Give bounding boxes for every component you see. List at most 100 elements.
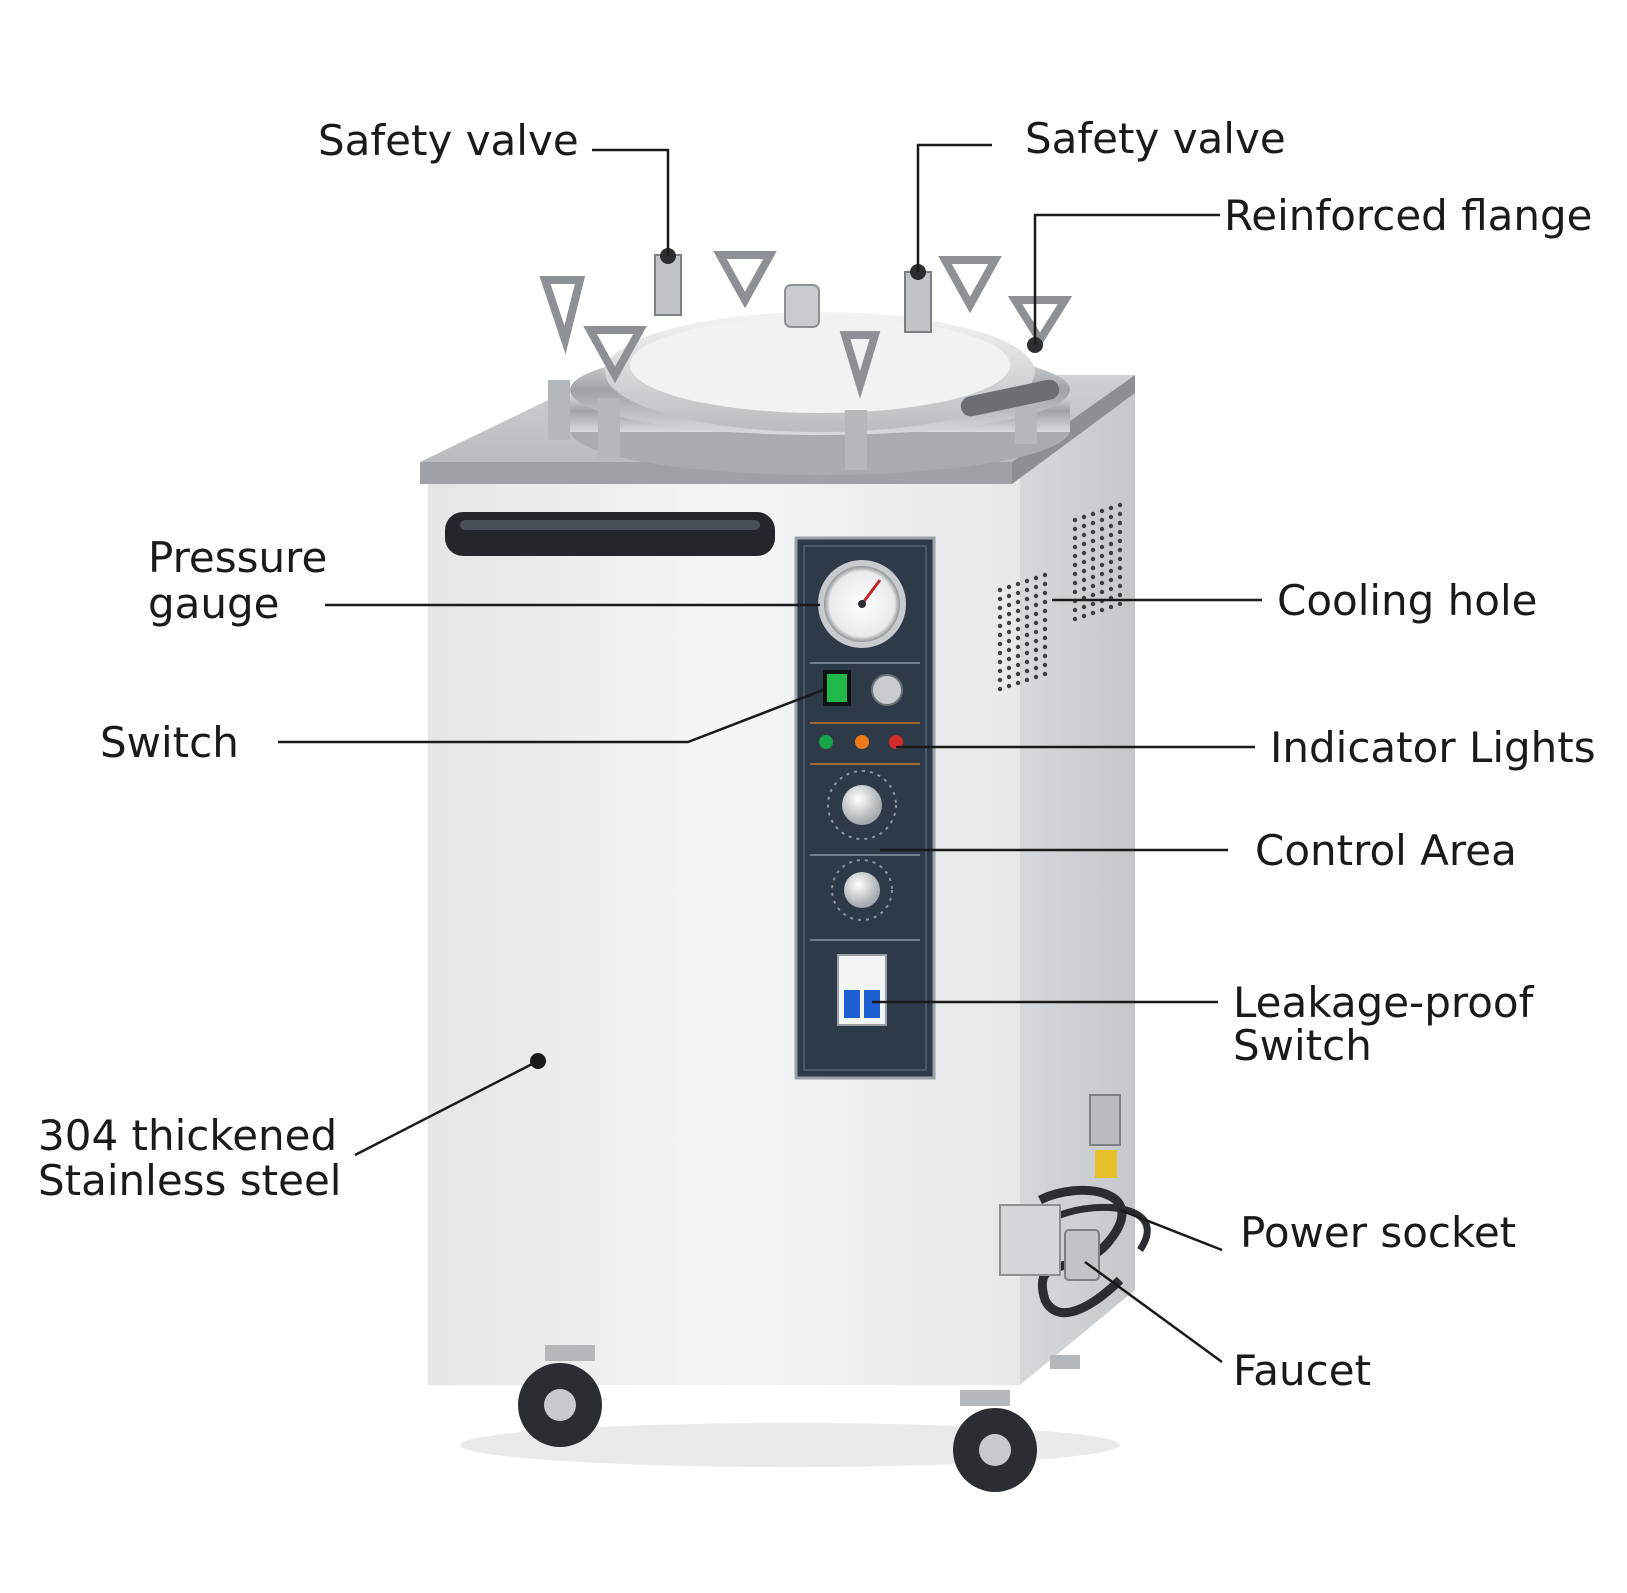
cooling-hole-dot bbox=[1117, 547, 1123, 553]
cooling-hole-dot bbox=[1108, 514, 1114, 520]
cooling-hole-dot bbox=[1015, 626, 1021, 632]
cooling-hole-dot bbox=[1015, 635, 1021, 641]
control-knob-2 bbox=[831, 859, 893, 921]
pressure-gauge bbox=[818, 560, 906, 648]
cooling-hole-dot bbox=[1072, 526, 1078, 532]
cooling-hole-dot bbox=[1033, 674, 1039, 680]
leakage-breaker bbox=[837, 954, 887, 1026]
cooling-hole-dot bbox=[1081, 577, 1087, 583]
cooling-hole-dot bbox=[1015, 581, 1021, 587]
label-pressure-gauge-line2: gauge bbox=[148, 579, 280, 628]
label-switch: Switch bbox=[100, 718, 239, 767]
cooling-hole-dot bbox=[1099, 607, 1105, 613]
cooling-hole-dot bbox=[1090, 529, 1096, 535]
cooling-hole-dot bbox=[1033, 629, 1039, 635]
leader-safety-valve-left bbox=[592, 148, 670, 256]
cooling-hole-dot bbox=[1006, 647, 1012, 653]
label-pressure-gauge-line1: Pressure bbox=[148, 533, 327, 582]
cooling-hole-dot bbox=[1024, 614, 1030, 620]
lid-assembly bbox=[539, 248, 1073, 475]
cooling-hole-dot bbox=[1081, 559, 1087, 565]
cooling-hole-dot bbox=[1117, 556, 1123, 562]
door-handle bbox=[445, 512, 775, 556]
label-faucet: Faucet bbox=[1233, 1346, 1371, 1395]
cooling-hole-dot bbox=[1081, 568, 1087, 574]
label-stainless-line2: Stainless steel bbox=[38, 1156, 341, 1205]
label-cooling-hole: Cooling hole bbox=[1277, 576, 1538, 625]
cooling-hole-dot bbox=[1072, 535, 1078, 541]
cooling-hole-dot bbox=[1081, 586, 1087, 592]
cooling-hole-dot bbox=[1033, 611, 1039, 617]
cooling-hole-dot bbox=[997, 686, 1003, 692]
cooling-hole-dot bbox=[1072, 580, 1078, 586]
safety-valve-left-part bbox=[654, 248, 682, 316]
cooling-hole-dot bbox=[1042, 644, 1048, 650]
cooling-hole-dot bbox=[1006, 665, 1012, 671]
cooling-hole-dot bbox=[1042, 662, 1048, 668]
cooling-hole-dot bbox=[1099, 535, 1105, 541]
cooling-hole-dot bbox=[1042, 581, 1048, 587]
cooling-hole-dot bbox=[1042, 626, 1048, 632]
cooling-hole-dot bbox=[1081, 532, 1087, 538]
cooling-hole-dot bbox=[1117, 592, 1123, 598]
cooling-hole-dot bbox=[1081, 514, 1087, 520]
rocker-switch bbox=[823, 670, 851, 706]
leader-switch bbox=[278, 688, 824, 744]
leader-power-socket bbox=[1119, 1208, 1223, 1252]
cooling-hole-dot bbox=[1081, 613, 1087, 619]
cooling-hole-dot bbox=[1006, 611, 1012, 617]
cooling-hole-dot bbox=[1042, 590, 1048, 596]
cooling-hole-dot bbox=[997, 632, 1003, 638]
cooling-hole-dot bbox=[1024, 632, 1030, 638]
cooling-hole-dot bbox=[1006, 656, 1012, 662]
cooling-hole-dot bbox=[1081, 604, 1087, 610]
top-plate-edge-side bbox=[1012, 375, 1135, 484]
cooling-hole-dot bbox=[997, 605, 1003, 611]
cooling-hole-dot bbox=[1015, 590, 1021, 596]
cooling-hole-dot bbox=[1090, 601, 1096, 607]
cooling-hole-dot bbox=[1108, 505, 1114, 511]
cooling-hole-dot bbox=[1033, 620, 1039, 626]
cooling-hole-dot bbox=[1090, 565, 1096, 571]
cooling-hole-dot bbox=[997, 677, 1003, 683]
cooling-hole-dot bbox=[1090, 520, 1096, 526]
cooling-hole-dot bbox=[1015, 608, 1021, 614]
cooling-hole-dot bbox=[1117, 601, 1123, 607]
cooling-hole-dot bbox=[1117, 529, 1123, 535]
cooling-hole-dot bbox=[997, 659, 1003, 665]
casters bbox=[518, 1345, 1080, 1492]
cooling-hole-dot bbox=[1042, 635, 1048, 641]
cooling-hole-dot bbox=[1108, 523, 1114, 529]
cooling-hole-dot bbox=[997, 587, 1003, 593]
cooling-hole-dot bbox=[1099, 562, 1105, 568]
cooling-hole-dot bbox=[1006, 620, 1012, 626]
cooling-hole-dot bbox=[1042, 653, 1048, 659]
cooling-hole-dot bbox=[1042, 617, 1048, 623]
cooling-hole-dot bbox=[1015, 617, 1021, 623]
cooling-hole-dot bbox=[1090, 547, 1096, 553]
cooling-hole-dot bbox=[1117, 538, 1123, 544]
cooling-hole-dot bbox=[1072, 589, 1078, 595]
cooling-hole-dot bbox=[1099, 544, 1105, 550]
cooling-hole-dot bbox=[1081, 541, 1087, 547]
cooling-hole-dot bbox=[997, 623, 1003, 629]
cooling-hole-dot bbox=[1072, 607, 1078, 613]
safety-valve-right-part bbox=[904, 264, 932, 333]
cooling-hole-dot bbox=[1024, 578, 1030, 584]
cooling-hole-dot bbox=[1015, 662, 1021, 668]
cooling-hole-dot bbox=[1072, 517, 1078, 523]
cooling-hole-dot bbox=[1033, 656, 1039, 662]
cooling-hole-dot bbox=[1024, 623, 1030, 629]
cooling-hole-dot bbox=[1042, 608, 1048, 614]
cooling-hole-dot bbox=[1072, 553, 1078, 559]
cooling-hole-dot bbox=[1024, 596, 1030, 602]
cooling-hole-dot bbox=[1033, 575, 1039, 581]
cooling-hole-dot bbox=[1015, 644, 1021, 650]
cooling-hole-dot bbox=[1024, 668, 1030, 674]
cooling-hole-dot bbox=[1006, 683, 1012, 689]
cooling-hole-dot bbox=[1042, 599, 1048, 605]
control-knob-1 bbox=[827, 770, 897, 840]
label-leakage-proof-line1: Leakage-proof bbox=[1233, 978, 1535, 1027]
